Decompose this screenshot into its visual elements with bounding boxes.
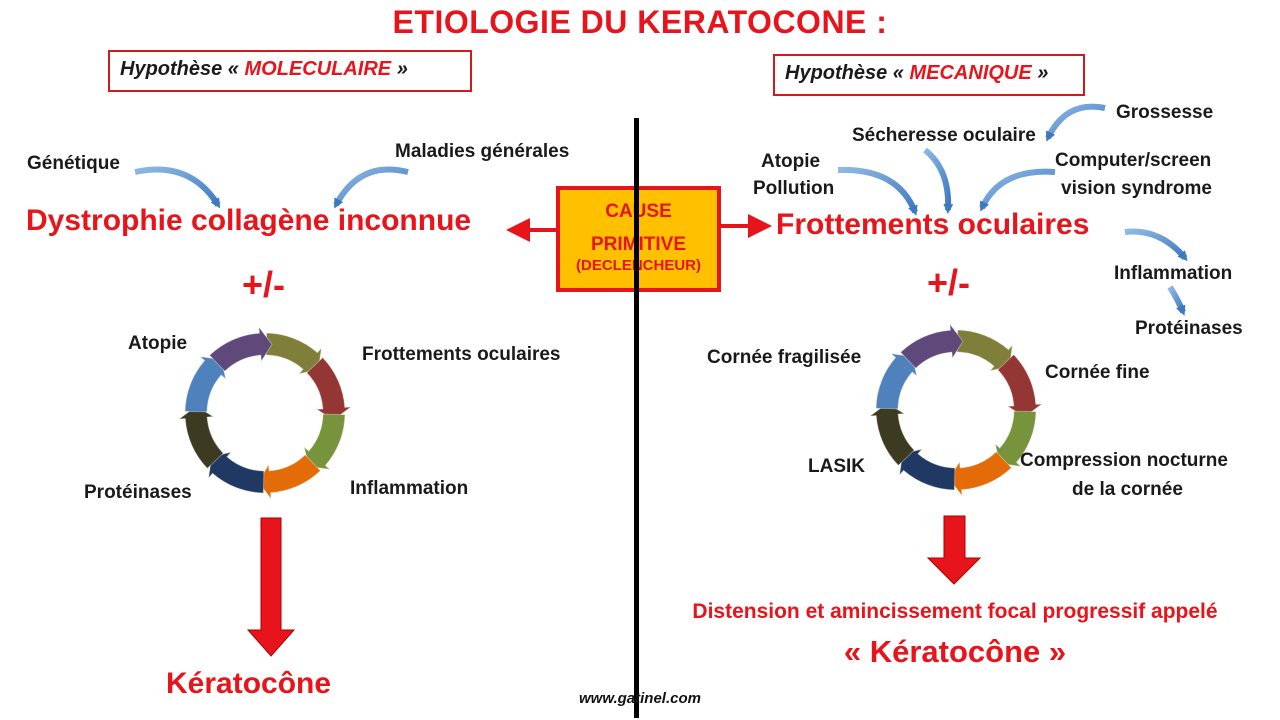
label-secheresse: Sécheresse oculaire <box>852 125 1036 146</box>
down-arrow-right <box>926 515 982 585</box>
arrow-atopie <box>837 166 918 216</box>
cycle-label-proteinases: Protéinases <box>84 482 192 503</box>
chain-label-inflammation: Inflammation <box>1114 263 1233 284</box>
label-computer-line2: vision syndrome <box>1061 178 1212 199</box>
cycle-right-segment-7 <box>899 322 964 369</box>
cycle-label-frottements: Frottements oculaires <box>362 344 561 365</box>
cycle-label-atopie: Atopie <box>128 333 188 354</box>
cycle-label-cornee-fine: Cornée fine <box>1045 362 1150 383</box>
footer-url: www.gatinel.com <box>579 690 701 707</box>
cycle-left-segment-3 <box>257 454 322 501</box>
cycle-right-segment-5 <box>868 402 915 467</box>
left-main-text: Dystrophie collagène inconnue <box>26 204 472 237</box>
right-main-text: Frottements oculaires <box>776 208 1090 241</box>
label-computer-line1: Computer/screen <box>1055 150 1212 171</box>
cycle-left <box>177 325 353 501</box>
hypothesis-molecular-box: Hypothèse « MOLECULAIRE » <box>108 50 472 92</box>
cycle-left-segment-1 <box>306 356 353 421</box>
left-plus-minus: +/- <box>242 264 286 305</box>
label-pollution: Pollution <box>753 178 835 199</box>
arrow-inflammation-proteinases <box>1167 285 1186 316</box>
left-result: Kératocône <box>166 667 332 700</box>
arrow-frottements-inflammation <box>1124 228 1188 262</box>
cycle-right <box>868 322 1044 498</box>
hypothesis-prefix: Hypothèse « <box>120 58 245 80</box>
page-title: ETIOLOGIE DU KERATOCONE : <box>392 4 888 40</box>
arrow-secheresse <box>923 147 954 214</box>
cycle-right-segment-3 <box>948 451 1013 498</box>
arrow-cause-right <box>721 214 772 238</box>
arrow-maladies <box>333 166 409 209</box>
label-atopie: Atopie <box>761 151 821 172</box>
hypothesis-name: MOLECULAIRE <box>244 58 392 80</box>
right-result-line1: Distension et amincissement focal progre… <box>692 600 1218 623</box>
label-genetique: Génétique <box>27 153 120 174</box>
right-plus-minus: +/- <box>927 262 971 303</box>
cycle-label-inflammation: Inflammation <box>350 478 469 499</box>
cycle-label-compression-line2: de la cornée <box>1072 479 1183 500</box>
arrow-grossesse <box>1045 103 1106 142</box>
center-divider <box>634 118 639 718</box>
cycle-left-segment-5 <box>177 405 224 470</box>
hypothesis-mechanical-box: Hypothèse « MECANIQUE » <box>773 54 1085 96</box>
arrow-cause-left <box>506 218 556 242</box>
hypothesis-name: MECANIQUE <box>909 62 1032 84</box>
label-maladies-generales: Maladies générales <box>395 141 570 162</box>
chain-label-proteinases: Protéinases <box>1135 318 1243 339</box>
down-arrow-left <box>246 517 296 657</box>
cycle-right-segment-1 <box>997 353 1044 418</box>
hypothesis-suffix: » <box>1031 62 1049 84</box>
hypothesis-suffix: » <box>391 58 408 80</box>
cycle-label-lasik: LASIK <box>808 456 865 477</box>
arrow-computer <box>979 168 1056 212</box>
cycle-label-compression-line1: Compression nocturne <box>1020 450 1228 471</box>
cycle-label-cornee-fragilisee: Cornée fragilisée <box>707 347 862 368</box>
arrow-genetique <box>134 166 221 209</box>
hypothesis-prefix: Hypothèse « <box>785 62 910 84</box>
right-result-line2: « Kératocône » <box>843 634 1067 669</box>
label-grossesse: Grossesse <box>1116 102 1214 123</box>
cycle-left-segment-7 <box>208 325 273 372</box>
